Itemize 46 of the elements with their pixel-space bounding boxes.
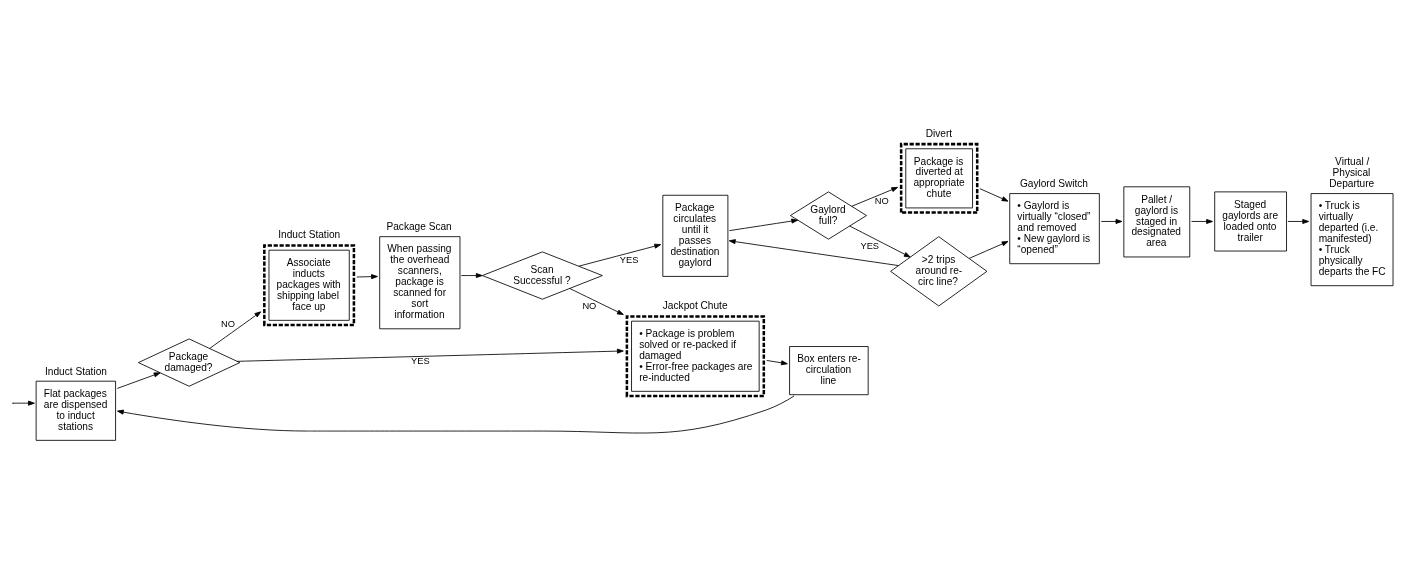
node-box: Pallet / gaylord is staged in designated area: [1123, 185, 1191, 257]
arrow: [1100, 218, 1123, 224]
arrow: [1191, 218, 1213, 224]
node-box: When passing the overhead scanners, package is scanned for sort information: [379, 235, 461, 329]
arrow: [12, 400, 35, 406]
node-label: Divert: [925, 127, 953, 139]
arrow: [569, 287, 624, 315]
arrow: [117, 395, 795, 433]
node-box: Package is diverted at appropriate chute: [899, 142, 979, 214]
arrow: [578, 243, 662, 267]
edge-label: NO: [221, 318, 235, 329]
edge-label: YES: [411, 355, 430, 366]
node-box: Box enters re-circulation line: [789, 345, 869, 395]
arrow: [979, 187, 1009, 202]
arrow: [849, 225, 911, 257]
arrow: [356, 273, 378, 279]
node-box: • Truck is virtually departed (i.e. manifested) • Truck physically departs the FC: [1310, 192, 1394, 286]
node-box: • Gaylord is virtually “closed” and removed • New gaylord is “opened”: [1009, 192, 1100, 264]
edge-label: NO: [582, 300, 597, 311]
node-box: • Package is problem solved or re-packed if damaged • Error-free packages are re-inducted: [625, 314, 766, 397]
node-box: Flat packages are dispensed to induct stations: [35, 380, 116, 441]
node-box: Associate inducts packages with shipping label face up: [263, 243, 356, 326]
edge-label: YES: [860, 240, 880, 251]
node-label: Gaylord Switch: [1019, 177, 1088, 189]
arrow: [728, 218, 799, 231]
node-box: Staged gaylords are loaded onto trailer: [1214, 190, 1287, 251]
arrow: [728, 238, 899, 266]
arrow: [236, 348, 624, 362]
node-diamond: Package damaged?: [137, 338, 241, 387]
arrow: [851, 186, 899, 207]
arrow: [968, 240, 1009, 259]
edge-label: NO: [874, 195, 889, 206]
arrow: [116, 371, 161, 389]
node-label: Induct Station: [45, 365, 107, 377]
arrow: [460, 272, 483, 278]
arrow: [209, 310, 262, 349]
node-label: Induct Station: [278, 228, 341, 240]
node-label: Jackpot Chute: [662, 299, 728, 311]
node-diamond: Scan Successful ?: [481, 250, 603, 300]
node-label: Package Scan: [386, 220, 452, 232]
node-box: Package circulates until it passes destination gaylord: [662, 194, 729, 277]
node-diamond: >2 trips around re-circ line?: [890, 235, 988, 306]
arrow: [1287, 218, 1310, 224]
arrow: [766, 359, 788, 365]
edge-label: YES: [619, 254, 639, 265]
node-label: Virtual / Physical Departure: [1329, 155, 1375, 189]
